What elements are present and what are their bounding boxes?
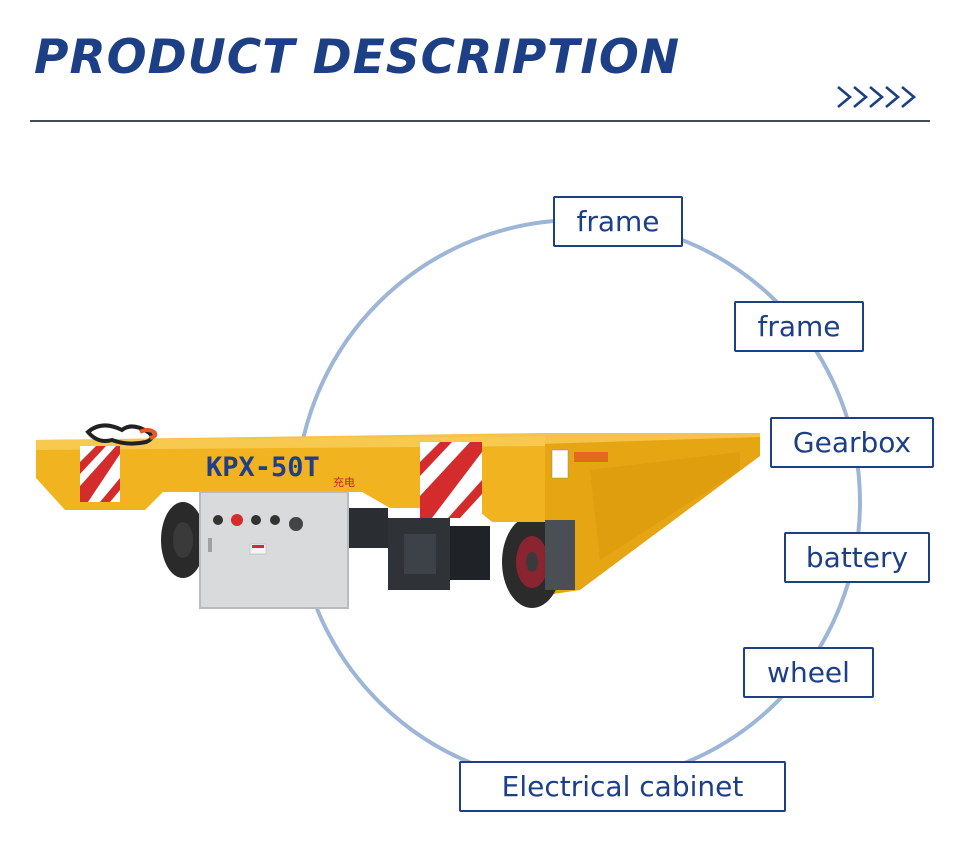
page-title: PRODUCT DESCRIPTION: [34, 30, 681, 85]
hazard-stripes-right: [420, 442, 482, 518]
label-gearbox: Gearbox: [770, 417, 934, 468]
label-frame-top: frame: [553, 196, 683, 247]
label-frame: frame: [734, 301, 864, 352]
label-battery: battery: [784, 532, 930, 583]
model-label: KPX-50T: [206, 452, 320, 483]
electrical-cabinet: [199, 491, 349, 609]
label-electrical-cabinet: Electrical cabinet: [459, 761, 786, 812]
hazard-stripes-left: [80, 446, 120, 502]
header-divider: [30, 120, 930, 122]
cart-front-beam: [36, 436, 545, 522]
cable-coil: [85, 423, 154, 446]
chevrons-right-icon: [837, 86, 917, 108]
label-wheel: wheel: [743, 647, 874, 698]
side-label: 充电: [333, 475, 355, 489]
